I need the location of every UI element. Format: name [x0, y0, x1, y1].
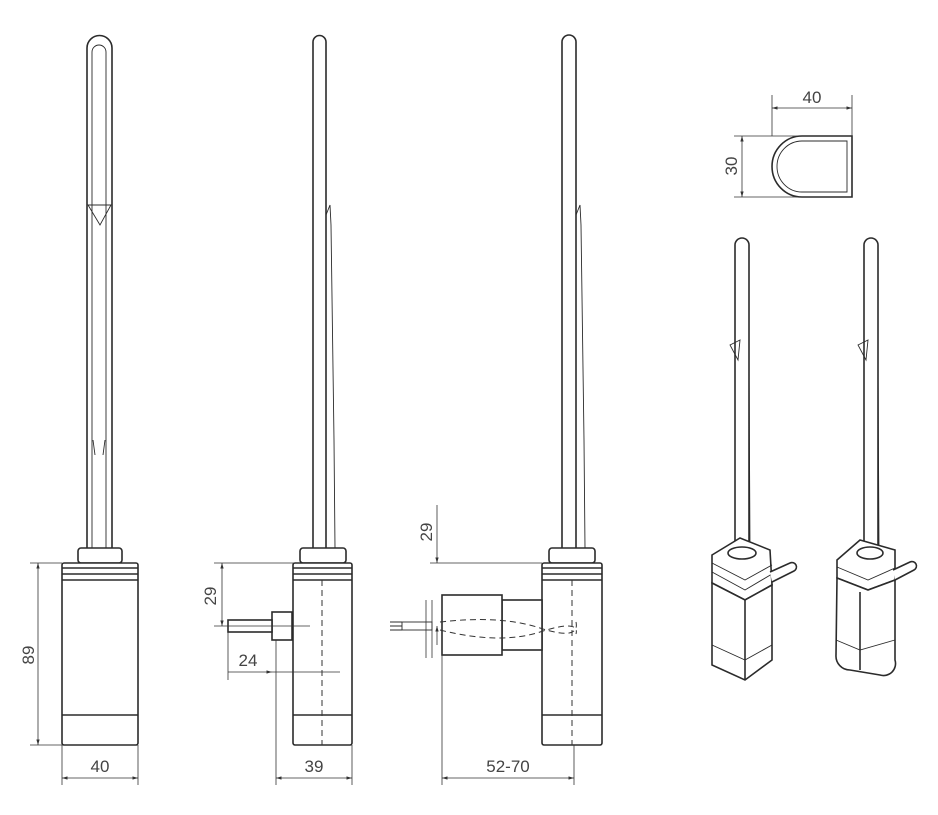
dim-range-label: 52-70: [486, 757, 529, 776]
profile-section: 40 30: [722, 88, 853, 198]
front-view: 89 40: [19, 34, 139, 785]
heater-body: [61, 562, 139, 746]
perspective-view-front: [711, 237, 798, 681]
heating-rod: [312, 34, 327, 548]
dim-offset-label: 29: [201, 587, 220, 606]
side-view: 29 24 39: [201, 34, 353, 785]
dim-width-label: 40: [91, 757, 110, 776]
dim-connector-label: 24: [239, 651, 258, 670]
mount-box: [441, 594, 503, 656]
dim-profile-depth-label: 30: [722, 157, 741, 176]
mounted-view: 29 52-70: [390, 34, 603, 785]
heating-rod: [561, 34, 577, 548]
dim-depth-label: 39: [305, 757, 324, 776]
dim-profile-width-label: 40: [803, 88, 822, 107]
heating-rod: [86, 34, 113, 548]
collar: [77, 547, 123, 564]
dim-height-label: 89: [19, 646, 38, 665]
dim-mount-offset-label: 29: [417, 523, 436, 542]
perspective-view-side: [835, 237, 918, 677]
